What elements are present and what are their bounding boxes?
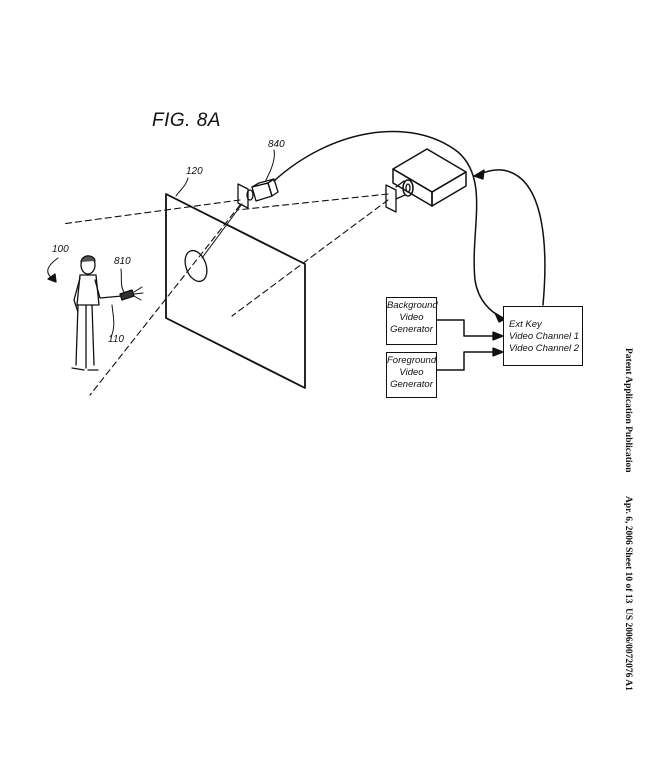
pointer-rays (133, 286, 144, 301)
box-line: Ext Key (509, 319, 542, 330)
leader-810 (120, 268, 125, 293)
camera-cable-arrow (494, 312, 506, 323)
projector-lens-outer (402, 179, 414, 197)
camera-840 (237, 178, 279, 209)
box-line: Video Channel 1 (509, 331, 580, 342)
projector-ray-bottom (231, 199, 389, 317)
ref-label-camera: 840 (268, 139, 285, 150)
leader-100-arrow (47, 273, 57, 283)
figure-title: FIG. 8A (152, 110, 221, 131)
ext-key-box: Ext Key Video Channel 1 Video Channel 2 (503, 306, 583, 366)
foreground-connector (435, 351, 497, 371)
leader-110 (110, 304, 115, 338)
ref-label-pointer: 810 (114, 256, 131, 267)
camera-lens (246, 189, 254, 201)
box-line: Generator (390, 324, 433, 335)
ref-label-person: 100 (52, 244, 69, 255)
projector-lens-barrel-top (395, 180, 405, 188)
camera-side (267, 178, 279, 197)
ref-label-arm: 110 (108, 334, 124, 345)
box-line: Foreground (387, 355, 437, 366)
projector-lens-inner (405, 183, 411, 193)
person-figure (71, 255, 123, 371)
person-front-arm (94, 279, 123, 299)
box-line: Background (387, 300, 438, 311)
person-back-arm (73, 277, 81, 313)
pointer-body (119, 289, 135, 301)
projector-lens-barrel-bottom (395, 194, 406, 200)
leader-120 (175, 177, 189, 197)
person-hair (80, 255, 96, 263)
camera-cable (273, 130, 504, 319)
camera-top (251, 178, 275, 188)
camera-to-spot-line (201, 203, 243, 259)
person-legs (75, 304, 95, 369)
box-line: Generator (390, 379, 433, 390)
projector-ray-top (236, 193, 389, 211)
background-connector-arrow (492, 331, 504, 341)
projection-screen (165, 193, 306, 389)
box-line: Video Channel 2 (509, 343, 580, 354)
projector (385, 148, 467, 213)
screen-spot (184, 249, 208, 283)
publication-label: Patent Application Publication (623, 348, 633, 473)
foreground-video-generator-box: Foreground Video Generator (386, 352, 437, 398)
projector-feed-arrow (473, 169, 485, 180)
date-sheet-label: Apr. 6, 2006 Sheet 10 of 13 (623, 496, 633, 604)
person-torso (76, 274, 100, 306)
leader-100 (47, 257, 59, 279)
figure-drawing (47, 130, 546, 396)
leader-840 (265, 149, 275, 181)
pointer-device-810 (119, 286, 144, 301)
ref-label-screen: 120 (186, 166, 203, 177)
projector-side (431, 171, 467, 207)
camera-bracket (237, 183, 249, 209)
camera-sightline-bottom (89, 204, 241, 396)
person-shoes (71, 367, 99, 371)
projector-aperture (385, 184, 397, 213)
box-line: Video (399, 367, 424, 378)
background-video-generator-box: Background Video Generator (386, 297, 438, 345)
camera-sightline-top (61, 199, 241, 225)
dashed-lines (61, 193, 389, 396)
patent-number-label: US 2006/0072076 A1 (623, 608, 633, 691)
patent-sheet: FIG. 8A 120 840 100 810 110 Background V… (47, 110, 633, 691)
foreground-connector-arrow (492, 347, 504, 357)
projector-feed-cable (479, 169, 546, 306)
box-line: Video (399, 312, 424, 323)
background-connector (435, 319, 497, 337)
